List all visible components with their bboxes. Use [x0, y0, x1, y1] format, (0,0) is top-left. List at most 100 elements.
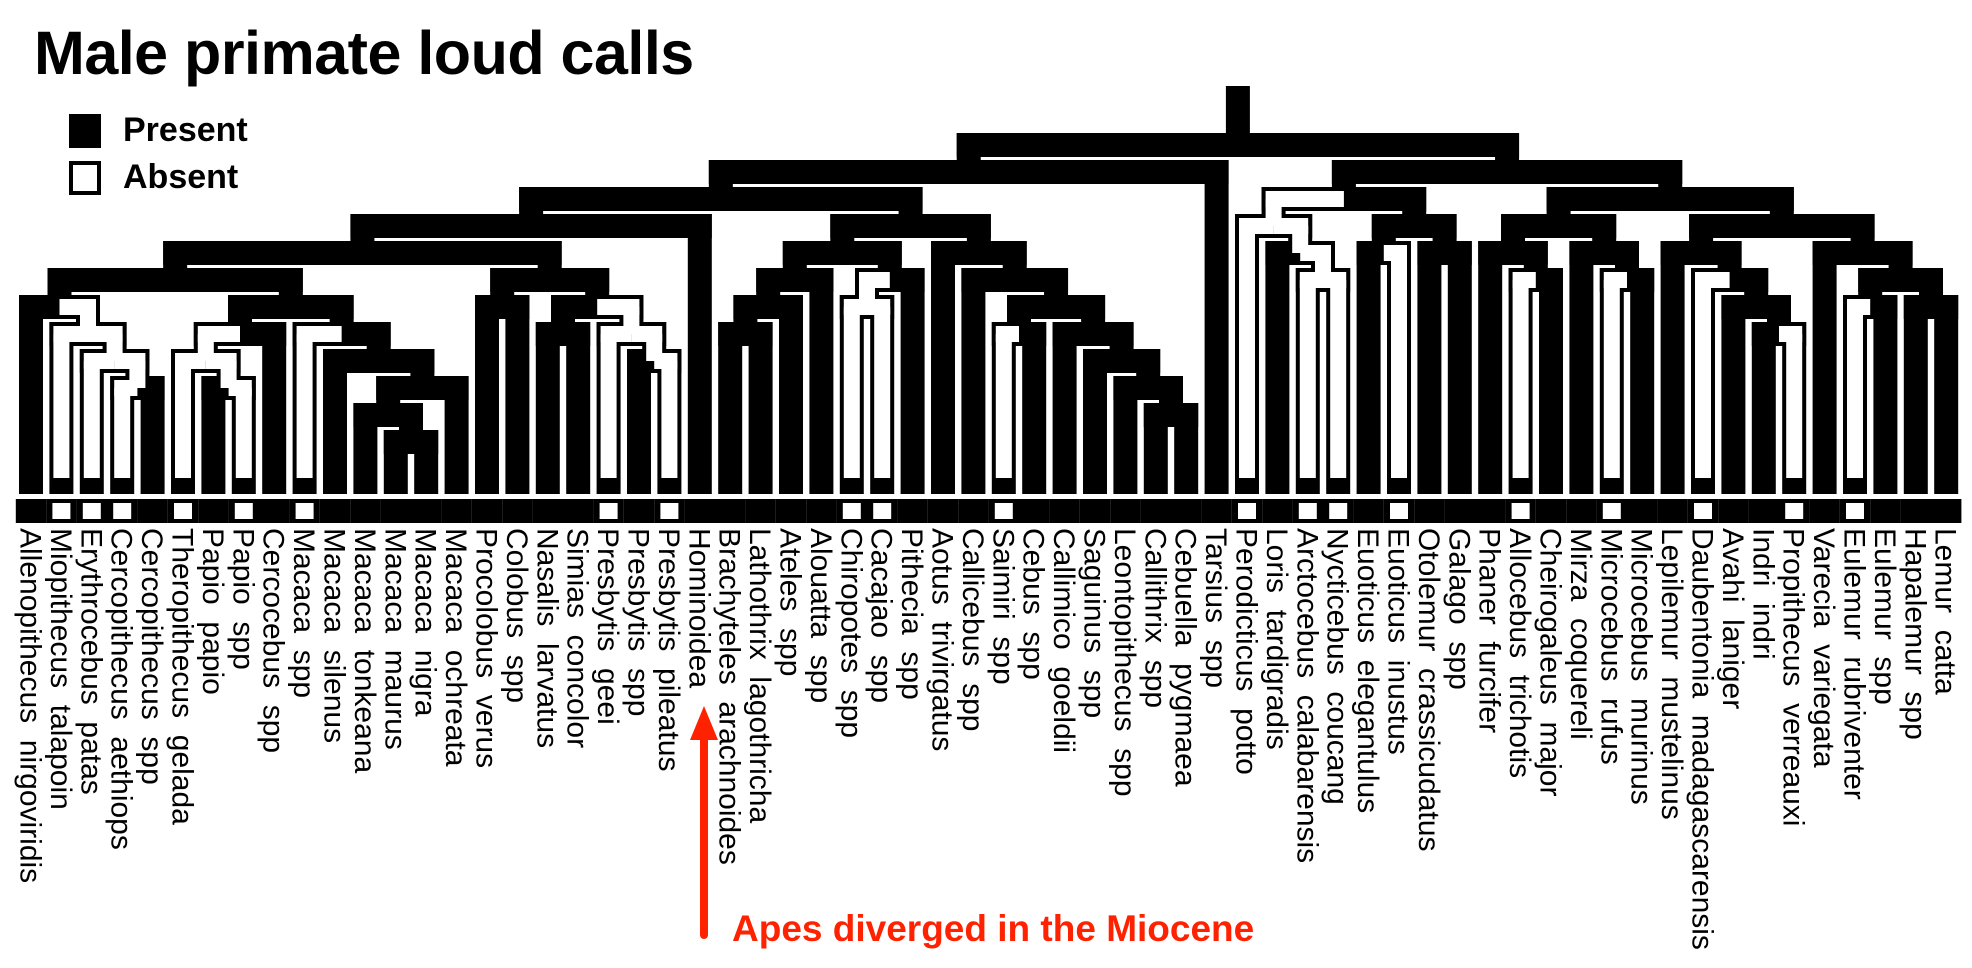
absent-box-icon	[992, 501, 1015, 521]
state-box-present	[1444, 499, 1475, 523]
taxon-label: Lathothrix lagothricha	[743, 528, 776, 823]
absent-box-icon	[1327, 501, 1350, 521]
taxon-label: Miopithecus talapoin	[44, 528, 77, 810]
state-box-present	[259, 499, 290, 523]
state-box-present	[411, 499, 442, 523]
absent-box-icon	[1783, 501, 1806, 521]
state-box-present	[1718, 499, 1749, 523]
state-box-present	[1171, 499, 1202, 523]
absent-box-icon	[1296, 501, 1319, 521]
taxon-label: Cercopithecus aethiops	[105, 528, 138, 850]
taxon-label: Chiropotes spp	[834, 528, 867, 738]
taxon-label: Cacajao spp	[865, 528, 898, 703]
absent-box-icon	[1236, 501, 1258, 521]
state-box-present	[958, 499, 989, 523]
taxon-label: Presbytis spp	[622, 528, 655, 716]
legend-absent: Absent	[69, 158, 238, 197]
absent-box-icon	[597, 501, 620, 521]
absent-box-icon	[50, 501, 73, 521]
figure-title: Male primate loud calls	[34, 19, 694, 87]
absent-box-icon	[1844, 501, 1866, 521]
taxon-label: Leontopithecus spp	[1108, 528, 1141, 797]
state-box-present	[471, 499, 503, 523]
state-box-present	[1201, 499, 1232, 523]
absent-box-icon	[111, 501, 134, 521]
state-box-present	[684, 499, 715, 523]
taxon-label: Eulemur rubriventer	[1838, 528, 1871, 800]
taxon-label: Colobus spp	[500, 528, 533, 703]
taxon-label: Cebuella pygmaea	[1169, 528, 1202, 787]
legend-present: Present	[69, 111, 248, 150]
state-box-present	[1657, 499, 1688, 523]
taxon-label: Macaca ochreata	[439, 528, 472, 767]
taxon-label: Microcebus murinus	[1625, 528, 1658, 805]
taxon-label: Papio papio	[196, 528, 229, 695]
state-box-present	[441, 499, 472, 523]
taxon-label: Tarsius spp	[1199, 528, 1232, 688]
branch-outlines	[19, 86, 1959, 494]
absent-box-icon	[232, 501, 255, 521]
taxon-label: Perodicticus potto	[1230, 528, 1263, 775]
absent-box-icon	[1692, 501, 1714, 521]
state-box-present	[623, 499, 655, 523]
state-box-present	[1809, 499, 1840, 523]
state-box-present	[1535, 499, 1567, 523]
branch-absent-fills	[53, 191, 1871, 478]
annotation-arrow	[690, 706, 718, 939]
state-box-present	[319, 499, 351, 523]
state-box-present	[350, 499, 381, 523]
annotation-text: Apes diverged in the Miocene	[732, 908, 1255, 949]
taxon-label: Cercocebus spp	[257, 528, 290, 753]
state-box-present	[806, 499, 837, 523]
taxon-label: Callithrix spp	[1138, 528, 1171, 708]
legend-present-label: Present	[123, 111, 248, 149]
absent-box-icon	[658, 501, 681, 521]
taxon-label: Indri indri	[1746, 528, 1779, 660]
state-box-present	[1870, 499, 1901, 523]
state-box-present	[775, 499, 807, 523]
state-box-present	[745, 499, 776, 523]
taxon-label: Varecia variegata	[1807, 528, 1840, 768]
absent-box-icon	[80, 501, 103, 521]
state-box-present	[1019, 499, 1050, 523]
taxon-label: Loris tardigradis	[1260, 528, 1293, 750]
taxon-label: Macaca tonkeana	[348, 528, 381, 773]
taxon-label: Aotus trivirgatus	[926, 528, 959, 751]
taxon-label: Allenopithecus nirgoviridis	[14, 528, 47, 883]
taxon-label: Callimico goeldii	[1047, 528, 1080, 753]
taxon-label: Hapalemur spp	[1898, 528, 1931, 740]
state-box-present	[1353, 499, 1384, 523]
taxon-label: Microcebus rufus	[1594, 528, 1627, 765]
taxon-label: Nycticebus coucang	[1321, 528, 1354, 805]
taxon-label: Nasalis larvatus	[530, 528, 563, 748]
absent-box-icon	[293, 501, 316, 521]
taxon-label: Cercopithecus spp	[135, 528, 168, 785]
taxon-label: Euoticus elegantulus	[1351, 528, 1384, 813]
taxon-label: Macaca spp	[287, 528, 320, 698]
taxon-label: Euoticus inustus	[1382, 528, 1415, 755]
state-box-present	[380, 499, 411, 523]
taxon-label: Saimiri spp	[986, 528, 1019, 685]
taxon-label: Mirza coquereli	[1564, 528, 1597, 740]
taxon-label: Macaca silenus	[318, 528, 351, 743]
taxon-label: Saguinus spp	[1078, 528, 1111, 718]
state-boxes	[15, 499, 1962, 523]
legend-absent-label: Absent	[123, 158, 239, 196]
absent-swatch-icon	[69, 160, 101, 195]
state-box-present	[1110, 499, 1141, 523]
taxon-label: Erythrocebus patas	[74, 528, 107, 795]
state-box-present	[137, 499, 168, 523]
absent-box-icon	[871, 501, 894, 521]
arrow-head-icon	[690, 706, 718, 740]
taxon-label: Alouatta spp	[804, 528, 837, 703]
taxon-label: Macaca maurus	[378, 528, 411, 750]
taxon-label: Pithecia spp	[895, 528, 928, 700]
taxon-label: Lepilemur mustelinus	[1655, 528, 1688, 820]
state-box-present	[1262, 499, 1293, 523]
taxon-label: Eulemur spp	[1868, 528, 1901, 705]
taxon-label: Otolemur crassicudatus	[1412, 528, 1445, 851]
absent-box-icon	[1600, 501, 1623, 521]
state-box-present	[927, 499, 959, 523]
state-box-present	[1079, 499, 1111, 523]
